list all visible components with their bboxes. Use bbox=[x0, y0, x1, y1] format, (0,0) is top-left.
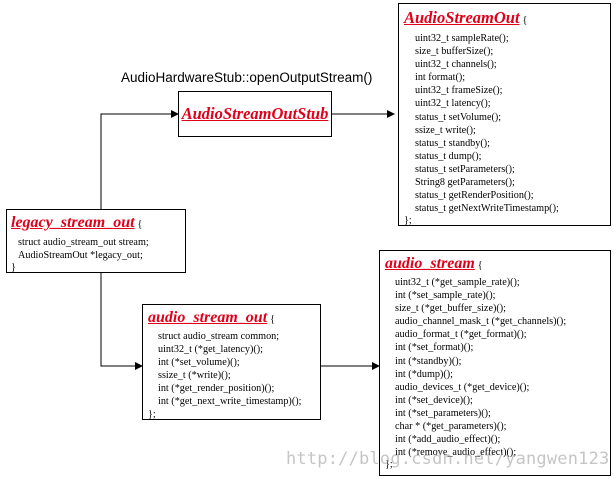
aso-box-open-brace: { bbox=[270, 314, 275, 325]
aso-box-members: struct audio_stream common; uint32_t (*ge… bbox=[148, 330, 320, 409]
member-line: int (*dump)(); bbox=[395, 368, 454, 380]
member-line: status_t standby(); bbox=[415, 137, 490, 149]
member-line: ssize_t write(); bbox=[415, 124, 476, 136]
caller-label: AudioHardwareStub::openOutputStream() bbox=[121, 70, 373, 85]
member-line: status_t dump(); bbox=[415, 150, 482, 162]
member-line: uint32_t channels(); bbox=[415, 59, 497, 71]
member-line: String8 getParameters(); bbox=[415, 177, 515, 189]
legacy-box-close-brace: } bbox=[11, 262, 16, 274]
member-line: int (*set_sample_rate)(); bbox=[395, 290, 496, 302]
audio-stream-out-struct-box: audio_stream_out{ struct audio_stream co… bbox=[142, 304, 321, 420]
member-line: uint32_t latency(); bbox=[415, 98, 491, 110]
member-line: ssize_t (*write)(); bbox=[158, 370, 231, 382]
out-box-open-brace: { bbox=[522, 15, 528, 26]
legacy-box-members: struct audio_stream_out stream; AudioStre… bbox=[11, 236, 185, 262]
member-line: int (*set_device)(); bbox=[395, 394, 473, 406]
as-box-members: uint32_t (*get_sample_rate)();int (*set_… bbox=[385, 276, 610, 459]
out-box-close-brace: }; bbox=[404, 215, 412, 227]
member-line: size_t bufferSize(); bbox=[415, 46, 494, 58]
as-box-open-brace: { bbox=[477, 260, 483, 271]
member-line: int format(); bbox=[415, 72, 466, 84]
aso-box-title: audio_stream_out bbox=[148, 309, 268, 326]
out-box-members: uint32_t sampleRate(); size_t bufferSize(… bbox=[404, 32, 610, 215]
member-line: int (*remove_audio_effect)(); bbox=[395, 447, 517, 459]
member-line: uint32_t frameSize(); bbox=[415, 85, 503, 97]
as-box-title: audio_stream bbox=[385, 255, 475, 272]
member-line: status_t setParameters(); bbox=[415, 163, 515, 175]
member-line: char * (*get_parameters)(); bbox=[395, 421, 507, 433]
member-line: status_t getNextWriteTimestamp(); bbox=[415, 203, 559, 215]
out-box-title: AudioStreamOut bbox=[404, 8, 520, 27]
stub-box-title: AudioStreamOutStub bbox=[181, 104, 329, 123]
member-line: size_t (*get_buffer_size)(); bbox=[395, 303, 506, 315]
member-line: int (*set_parameters)(); bbox=[395, 407, 491, 419]
member-line: int (*standby)(); bbox=[395, 355, 462, 367]
member-line: uint32_t sampleRate(); bbox=[415, 33, 509, 44]
member-line: int (*add_audio_effect)(); bbox=[395, 434, 501, 446]
member-line: audio_devices_t (*get_device)(); bbox=[395, 381, 530, 393]
member-line: struct audio_stream common; bbox=[158, 331, 280, 342]
aso-box-close-brace: }; bbox=[148, 408, 156, 420]
legacy-box-title: legacy_stream_out bbox=[11, 214, 135, 231]
member-line: audio_channel_mask_t (*get_channels)(); bbox=[395, 316, 567, 328]
member-line: audio_format_t (*get_format)(); bbox=[395, 329, 527, 341]
audio-stream-out-stub-box: AudioStreamOutStub bbox=[178, 91, 332, 137]
watermark: http://blog.csdn.net/yangwen123 bbox=[286, 449, 610, 469]
member-line: int (*get_next_write_timestamp)(); bbox=[158, 396, 302, 408]
member-line: uint32_t (*get_sample_rate)(); bbox=[395, 277, 520, 288]
audio-stream-struct-box: audio_stream{ uint32_t (*get_sample_rate… bbox=[379, 250, 611, 476]
legacy-box-open-brace: { bbox=[137, 219, 143, 230]
member-line: uint32_t (*get_latency)(); bbox=[158, 344, 263, 356]
as-box-close-brace: }; bbox=[385, 459, 393, 471]
legacy-stream-out-box: legacy_stream_out{ struct audio_stream_o… bbox=[6, 209, 186, 273]
audio-stream-out-box: AudioStreamOut{ uint32_t sampleRate(); si… bbox=[398, 3, 611, 226]
member-line: status_t setVolume(); bbox=[415, 111, 502, 123]
arrow-legacy-to-audio-stream-out bbox=[100, 273, 143, 370]
member-line: AudioStreamOut *legacy_out; bbox=[18, 250, 143, 262]
member-line: int (*set_volume)(); bbox=[158, 357, 240, 369]
member-line: int (*set_format)(); bbox=[395, 342, 474, 354]
arrow-legacy-to-stub bbox=[100, 110, 179, 209]
member-line: int (*get_render_position)(); bbox=[158, 383, 275, 395]
member-line: status_t getRenderPosition(); bbox=[415, 190, 534, 202]
member-line: struct audio_stream_out stream; bbox=[18, 237, 149, 248]
